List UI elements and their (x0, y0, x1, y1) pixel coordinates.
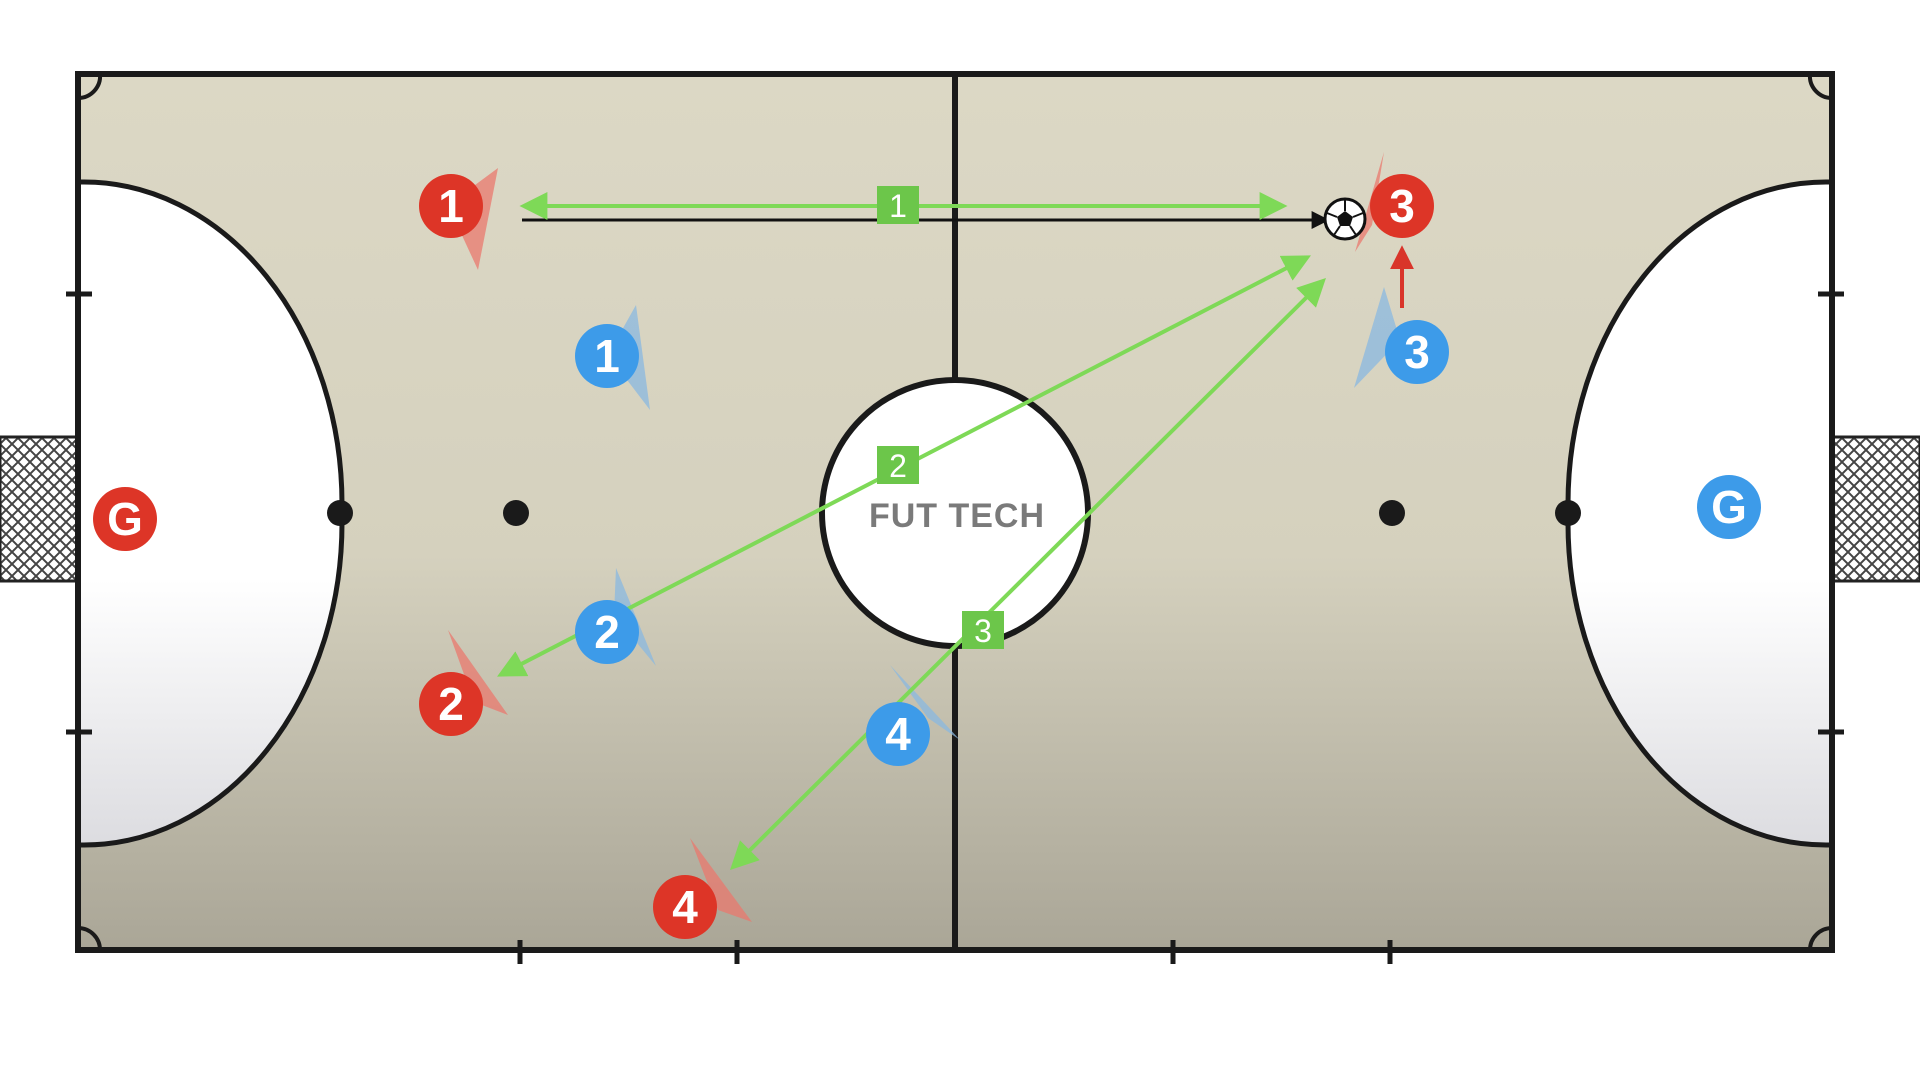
red-player-2[interactable]: 2 (419, 672, 483, 736)
red-player-1[interactable]: 1 (419, 174, 483, 238)
corner-arc-top-right (1807, 73, 1833, 101)
player-label: 3 (1404, 326, 1430, 378)
red-2-facing-icon (448, 630, 508, 715)
pass-tag-label: 1 (889, 188, 907, 224)
right-second-penalty-mark (1379, 500, 1405, 526)
player-label: 4 (672, 881, 698, 933)
player-label: 1 (438, 180, 464, 232)
corner-arc-bottom-left (77, 926, 102, 951)
brand-watermark: FUT TECH (869, 497, 1045, 535)
pass-tag-3: 3 (962, 611, 1004, 649)
red-player-3[interactable]: 3 (1370, 174, 1434, 238)
pass-tag-label: 3 (974, 613, 992, 649)
blue-goalkeeper[interactable]: G (1697, 475, 1761, 539)
corner-arc-top-left (77, 73, 103, 101)
player-label: 1 (594, 330, 620, 382)
pass-tag-1: 1 (877, 186, 919, 224)
corner-arc-bottom-right (1808, 926, 1833, 951)
boundary-tick-marks (66, 291, 1844, 964)
right-penalty-mark (1555, 500, 1581, 526)
blue-player-1[interactable]: 1 (575, 324, 639, 388)
pass-line-3 (730, 278, 1326, 870)
blue-player-3[interactable]: 3 (1385, 320, 1449, 384)
soccer-ball-icon (1323, 197, 1367, 241)
right-goal-net (1830, 435, 1920, 583)
pass-tag-2: 2 (877, 446, 919, 484)
player-label: 2 (438, 678, 464, 730)
red-player-4[interactable]: 4 (653, 875, 717, 939)
blue-player-2[interactable]: 2 (575, 600, 639, 664)
left-second-penalty-mark (503, 500, 529, 526)
left-goal-net (0, 435, 80, 583)
pass-tag-label: 2 (889, 448, 907, 484)
blue-player-4[interactable]: 4 (866, 702, 930, 766)
player-label: 4 (885, 708, 911, 760)
red-goalkeeper[interactable]: G (93, 487, 157, 551)
left-penalty-mark (327, 500, 353, 526)
blue-3-facing-icon (1354, 287, 1400, 388)
player-label: 3 (1389, 180, 1415, 232)
player-label: G (107, 493, 143, 545)
player-label: 2 (594, 606, 620, 658)
red-4-facing-icon (690, 838, 752, 922)
player-label: G (1711, 481, 1747, 533)
